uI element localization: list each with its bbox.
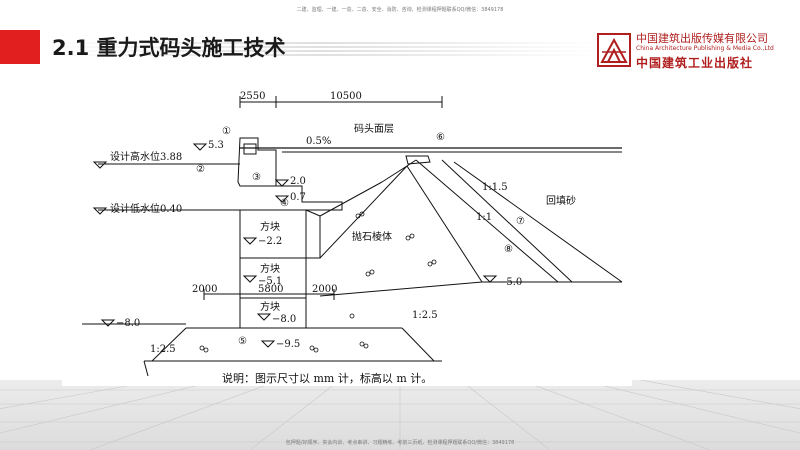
publisher-name-en: China Architecture Publishing & Media Co… [636, 45, 774, 52]
wharf-cross-section-figure: 2550 10500 码头面层 0.5% 5.3 设计高水位3.88 设计低水位… [62, 86, 632, 386]
dim-2000-left: 2000 [192, 284, 217, 295]
design-high-water: 设计高水位3.88 [110, 150, 182, 163]
elev-m8-0: −8.0 [272, 314, 296, 325]
dim-2000-right: 2000 [312, 284, 337, 295]
slope-label-1-1-5: 1:1.5 [482, 182, 508, 193]
top-note: 二建、监理、一建、一造、二造、安全、消防、咨询、检测课程押题联系QQ/微信：38… [296, 7, 504, 13]
slope-label-1-1: 1:1 [476, 212, 492, 223]
block-label-2: 方块 [260, 262, 280, 275]
slope-label-05: 0.5% [306, 136, 331, 147]
floor-grid [0, 380, 800, 450]
elev-m2-2: −2.2 [258, 236, 282, 247]
elev-m5-1: −5.1 [258, 276, 282, 287]
design-low-water: 设计低水位0.40 [110, 202, 182, 215]
marker-6: ⑥ [436, 132, 445, 143]
publisher-name-cn2: 中国建筑工业出版社 [636, 56, 754, 70]
rubble-label: 抛石棱体 [352, 230, 392, 243]
dim-10500: 10500 [330, 91, 362, 102]
block-label-1: 方块 [260, 220, 280, 233]
elev-0-7: 0.7 [290, 192, 306, 203]
wharf-cross-section-diagram: 2550 10500 码头面层 0.5% 5.3 设计高水位3.88 设计低水位… [82, 91, 623, 385]
marker-7: ⑦ [516, 216, 525, 227]
marker-8: ⑧ [504, 244, 513, 255]
accent-bar [0, 30, 40, 64]
page-title: 2.1 重力式码头施工技术 [52, 36, 286, 60]
elev-m9-5: −9.5 [276, 339, 300, 350]
marker-3: ③ [252, 172, 261, 183]
backfill-label: 回填砂 [546, 194, 576, 207]
publisher-name-cn: 中国建筑出版传媒有限公司 [636, 32, 768, 45]
surface-label: 码头面层 [354, 123, 394, 135]
marker-5: ⑤ [238, 336, 247, 347]
marker-2: ② [196, 164, 205, 175]
slope-label-1-2-5: 1:2.5 [412, 310, 438, 321]
elev-2-0: 2.0 [290, 176, 306, 187]
dim-2550: 2550 [240, 91, 265, 102]
publisher-logo: 中国建筑出版传媒有限公司 China Architecture Publishi… [596, 28, 796, 72]
cabp-logo-icon [597, 33, 631, 67]
slope-label-1-2-5-left: 1:2.5 [150, 344, 176, 355]
decorative-band [40, 42, 600, 56]
marker-1: ① [222, 126, 231, 137]
dim-5800: 5800 [258, 284, 283, 295]
figure-note: 说明：图示尺寸以 mm 计，标高以 m 计。 [222, 371, 432, 385]
elev-5-3: 5.3 [208, 140, 224, 151]
block-label-3: 方块 [260, 300, 280, 313]
marker-4: ④ [280, 198, 289, 209]
elev-m8-0-left: −8.0 [116, 318, 140, 329]
elev-m5-0: −5.0 [498, 277, 522, 288]
bottom-note: 包押题/好顺序、夹会内训、考点串讲、习题精练、考前三页纸、检测课程押题联系QQ/… [285, 440, 515, 446]
